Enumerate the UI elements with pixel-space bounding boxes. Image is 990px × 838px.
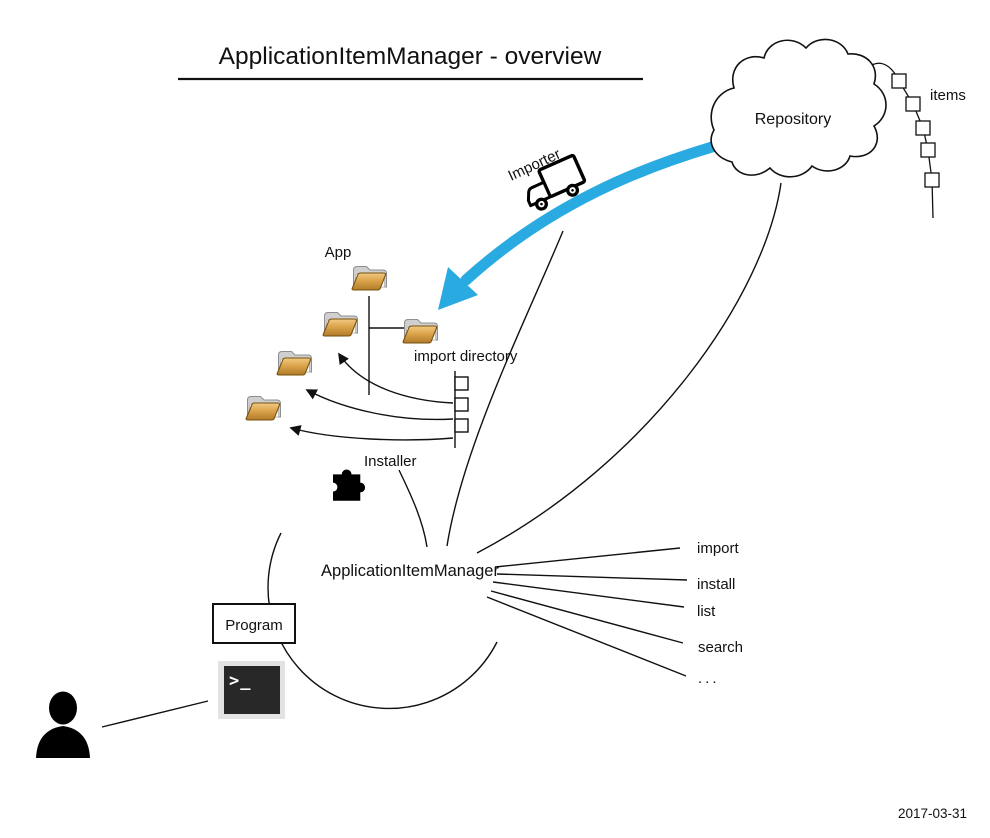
app-label: App bbox=[325, 244, 352, 261]
program-box bbox=[212, 603, 296, 644]
repository-cloud bbox=[710, 38, 887, 178]
folder-icon bbox=[276, 350, 313, 376]
folder-icon bbox=[245, 395, 282, 421]
item-square bbox=[905, 96, 921, 112]
item-square bbox=[924, 172, 940, 188]
terminal-icon: >_ bbox=[218, 661, 285, 719]
queue-item-square bbox=[454, 418, 469, 433]
item-square bbox=[891, 73, 907, 89]
installer-label: Installer bbox=[364, 453, 417, 470]
user-to-terminal-line bbox=[101, 700, 209, 728]
import-arrow-head bbox=[438, 267, 478, 310]
import-queue bbox=[454, 371, 469, 448]
importer-to-manager-curve bbox=[446, 230, 564, 547]
operation-label-search: search bbox=[698, 639, 743, 656]
import-directory-label: import directory bbox=[414, 348, 518, 365]
items-chain bbox=[871, 62, 940, 219]
install-arrow bbox=[338, 352, 454, 404]
program-label: Program bbox=[225, 617, 283, 634]
repository-to-manager-curve bbox=[476, 182, 782, 554]
puzzle-icon bbox=[333, 469, 366, 501]
installer-to-manager-curve bbox=[398, 469, 428, 548]
folder-icon-import-directory bbox=[402, 318, 439, 344]
queue-item-square bbox=[454, 397, 469, 412]
app-folder-tree bbox=[245, 265, 439, 421]
operation-lines bbox=[486, 547, 688, 677]
folder-icon bbox=[322, 311, 359, 337]
operation-line-list bbox=[492, 581, 685, 608]
operation-line-more bbox=[486, 596, 687, 677]
operation-line-install bbox=[496, 573, 688, 581]
operation-line-search bbox=[490, 590, 684, 644]
item-square bbox=[920, 142, 936, 158]
terminal-screen bbox=[224, 666, 280, 714]
operation-label-install: install bbox=[697, 576, 735, 593]
operation-label-more: ... bbox=[698, 670, 720, 687]
page-title: ApplicationItemManager - overview bbox=[219, 43, 602, 70]
folder-icon-app-root bbox=[351, 265, 388, 291]
import-arrow-shaft bbox=[460, 141, 718, 286]
terminal-prompt-glyph: >_ bbox=[229, 671, 251, 691]
user-icon bbox=[36, 691, 90, 758]
manager-label: ApplicationItemManager bbox=[321, 562, 499, 580]
operation-label-import: import bbox=[697, 540, 740, 557]
import-arrow bbox=[438, 141, 718, 310]
install-arrow bbox=[305, 389, 454, 421]
items-label: items bbox=[930, 87, 966, 104]
repository-label: Repository bbox=[755, 111, 831, 128]
operation-line-import bbox=[494, 547, 681, 568]
operation-label-list: list bbox=[697, 603, 716, 620]
install-arrow bbox=[289, 425, 454, 441]
cycle-arc bbox=[267, 532, 498, 710]
item-square bbox=[915, 120, 931, 136]
queue-item-square bbox=[454, 376, 469, 391]
date-label: 2017-03-31 bbox=[898, 806, 967, 821]
truck-icon bbox=[526, 153, 587, 211]
